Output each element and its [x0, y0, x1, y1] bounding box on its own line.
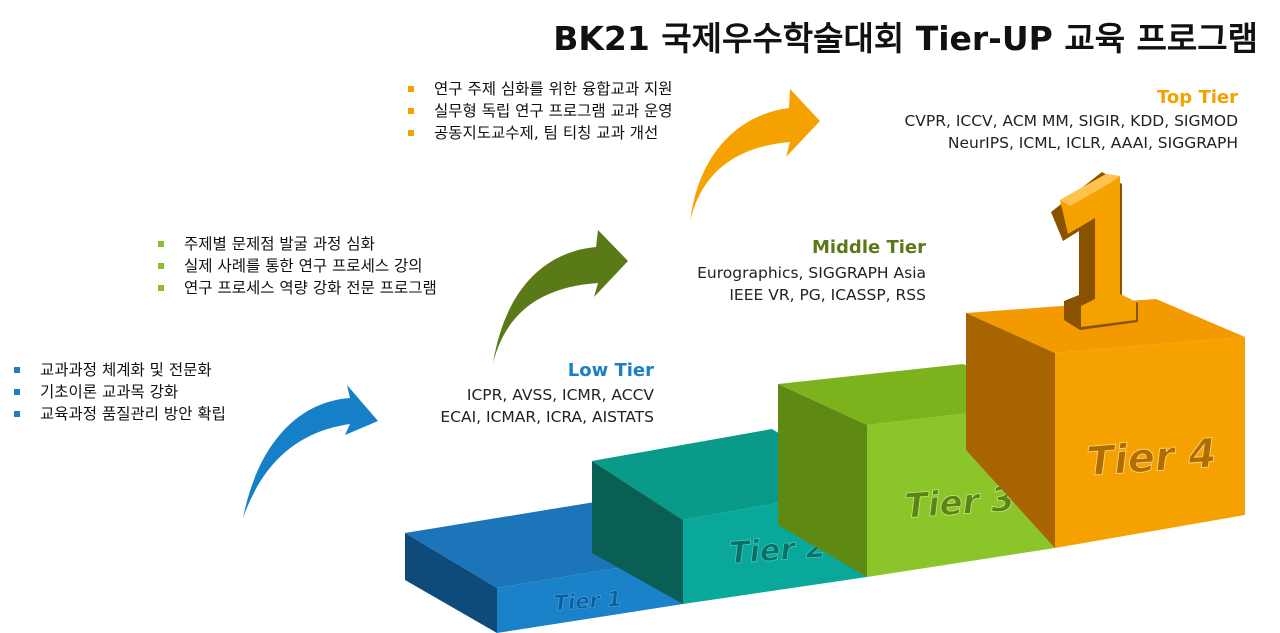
- list-item: 공동지도교수제, 팀 티칭 교과 개선: [408, 122, 673, 144]
- list-item: 연구 프로세스 역량 강화 전문 프로그램: [158, 277, 437, 299]
- top-tier-venues: CVPR, ICCV, ACM MM, SIGIR, KDD, SIGMOD N…: [904, 110, 1238, 154]
- list-item: 기초이론 교과목 강화: [14, 381, 226, 403]
- page-title: BK21 국제우수학술대회 Tier-UP 교육 프로그램: [553, 19, 1258, 58]
- low-tier-venues: ICPR, AVSS, ICMR, ACCV ECAI, ICMAR, ICRA…: [440, 384, 654, 428]
- top-tier-title: Top Tier: [1157, 87, 1238, 108]
- middle-tier-venues: Eurographics, SIGGRAPH Asia IEEE VR, PG,…: [697, 262, 926, 306]
- venue-line: CVPR, ICCV, ACM MM, SIGIR, KDD, SIGMOD: [904, 112, 1238, 130]
- list-item: 교과과정 체계화 및 전문화: [14, 359, 226, 381]
- list-item: 교육과정 품질관리 방안 확립: [14, 403, 226, 425]
- step-label: Tier 3: [903, 479, 1016, 527]
- tier4-block: Tier 4: [966, 299, 1245, 548]
- low-tier-bullets: 교과과정 체계화 및 전문화 기초이론 교과목 강화 교육과정 품질관리 방안 …: [14, 359, 226, 425]
- arrow-green-icon: [493, 230, 628, 363]
- venue-line: IEEE VR, PG, ICASSP, RSS: [729, 286, 926, 304]
- venue-line: NeurIPS, ICML, ICLR, AAAI, SIGGRAPH: [947, 134, 1238, 152]
- step-label: Tier 4: [1085, 431, 1218, 486]
- low-tier-title: Low Tier: [567, 360, 654, 381]
- number-one-trophy-icon: [1051, 172, 1138, 330]
- arrow-orange-icon: [690, 89, 820, 223]
- venue-line: ICPR, AVSS, ICMR, ACCV: [466, 386, 654, 404]
- middle-tier-bullets: 주제별 문제점 발굴 과정 심화 실제 사례를 통한 연구 프로세스 강의 연구…: [158, 233, 437, 299]
- middle-tier-title: Middle Tier: [811, 237, 926, 258]
- venue-line: Eurographics, SIGGRAPH Asia: [697, 264, 926, 282]
- step-label: Tier 1: [553, 587, 623, 616]
- top-tier-bullets: 연구 주제 심화를 위한 융합교과 지원 실무형 독립 연구 프로그램 교과 운…: [408, 78, 673, 144]
- list-item: 연구 주제 심화를 위한 융합교과 지원: [408, 78, 673, 100]
- list-item: 실제 사례를 통한 연구 프로세스 강의: [158, 255, 437, 277]
- arrow-blue-icon: [243, 385, 378, 518]
- venue-line: ECAI, ICMAR, ICRA, AISTATS: [440, 408, 654, 426]
- list-item: 주제별 문제점 발굴 과정 심화: [158, 233, 437, 255]
- list-item: 실무형 독립 연구 프로그램 교과 운영: [408, 100, 673, 122]
